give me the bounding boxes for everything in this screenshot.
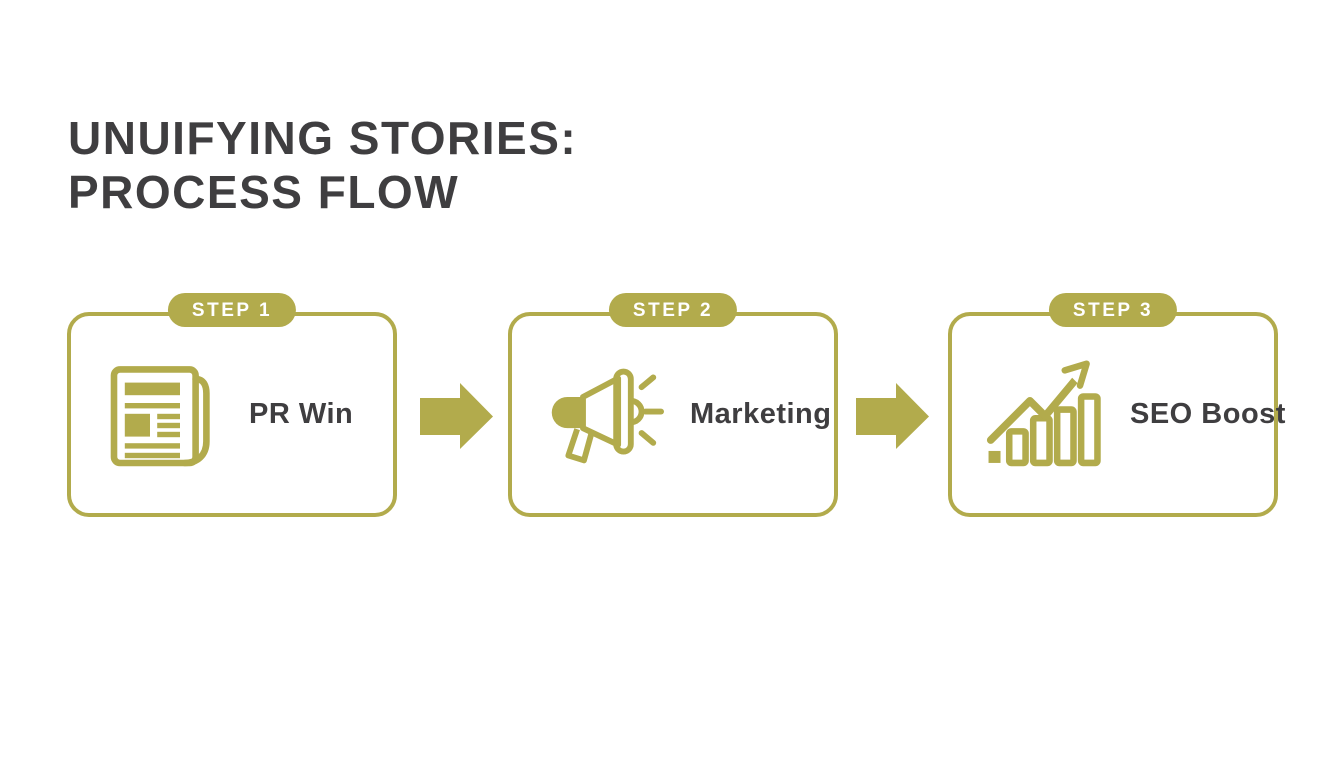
- right-block-arrow-icon: [420, 382, 493, 450]
- step-badge-3: STEP 3: [1048, 293, 1178, 327]
- page-title: UNUIFYING STORIES: PROCESS FLOW: [68, 112, 577, 220]
- step-card-3-content: SEO Boost: [982, 355, 1286, 475]
- page-title-line1: UNUIFYING STORIES:: [68, 112, 578, 164]
- step-label-2: Marketing: [690, 398, 832, 430]
- step-card-2: STEP 2 Marketing: [508, 293, 838, 517]
- step-card-1: STEP 1 PR Win: [67, 293, 397, 517]
- growth-chart-icon: [982, 355, 1104, 475]
- step-card-2-content: Marketing: [542, 355, 831, 475]
- step-badge-2: STEP 2: [608, 293, 738, 327]
- megaphone-icon: [542, 355, 664, 475]
- newspaper-icon: [101, 355, 223, 475]
- step-card-3: STEP 3 SEO Boost: [948, 293, 1285, 517]
- right-block-arrow-icon: [856, 382, 929, 450]
- step-badge-1: STEP 1: [167, 293, 297, 327]
- step-label-1: PR Win: [249, 398, 354, 430]
- step-label-3: SEO Boost: [1130, 398, 1286, 430]
- page-title-line2: PROCESS FLOW: [68, 165, 460, 218]
- step-card-1-content: PR Win: [101, 355, 353, 475]
